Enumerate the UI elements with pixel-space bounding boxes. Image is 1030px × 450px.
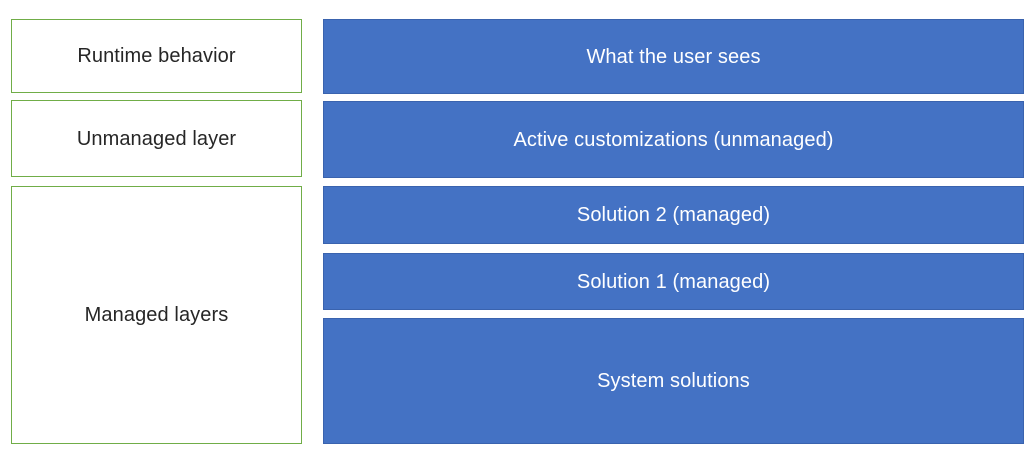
layer-bar-solution-2-managed: Solution 2 (managed) (323, 186, 1024, 244)
layer-category-label: Runtime behavior (77, 45, 236, 67)
layer-bar-label: Solution 1 (managed) (576, 270, 771, 293)
layer-bar-label: System solutions (597, 370, 750, 392)
layer-bar-solution-1-managed: Solution 1 (managed) (323, 253, 1024, 310)
layer-bar-label: What the user sees (586, 45, 761, 68)
layer-bar-system-solutions: System solutions (323, 318, 1024, 444)
layer-category-runtime-behavior: Runtime behavior (11, 19, 302, 93)
layer-category-unmanaged-layer: Unmanaged layer (11, 100, 302, 177)
layer-category-label: Unmanaged layer (76, 127, 237, 150)
layer-bar-what-the-user-sees: What the user sees (323, 19, 1024, 94)
layer-category-label: Managed layers (84, 304, 229, 326)
layer-bar-active-customizations-unmanaged: Active customizations (unmanaged) (323, 101, 1024, 178)
layer-bar-label: Solution 2 (managed) (576, 204, 771, 226)
layer-category-managed-layers: Managed layers (11, 186, 302, 444)
layer-bar-label: Active customizations (unmanaged) (513, 128, 834, 151)
